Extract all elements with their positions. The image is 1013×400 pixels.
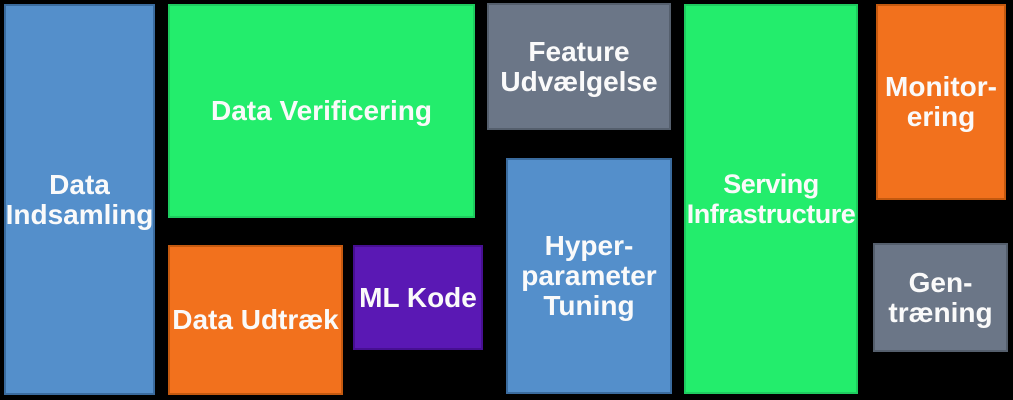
box-data-indsamling: Data Indsamling (4, 4, 155, 395)
box-feature-udvaelgelse: Feature Udvælgelse (487, 3, 671, 130)
box-data-udtraek: Data Udtræk (168, 245, 343, 395)
box-gentraening-label: Gen- træning (888, 266, 993, 328)
box-ml-kode-label: ML Kode (359, 281, 477, 313)
box-data-indsamling-label: Data Indsamling (5, 168, 154, 230)
box-feature-udvaelgelse-label: Feature Udvælgelse (500, 35, 658, 97)
box-data-verificering: Data Verificering (168, 4, 475, 218)
box-data-verificering-label: Data Verificering (211, 95, 432, 126)
box-serving-infrastructure-label: Serving Infrastructure (686, 169, 856, 229)
box-gentraening: Gen- træning (873, 243, 1008, 352)
box-ml-kode: ML Kode (353, 245, 483, 350)
box-hyperparameter-tuning-label: Hyper- parameter Tuning (521, 230, 657, 321)
box-serving-infrastructure: Serving Infrastructure (684, 4, 858, 394)
box-hyperparameter-tuning: Hyper- parameter Tuning (506, 158, 672, 394)
box-monitorering: Monitor- ering (876, 4, 1006, 200)
box-data-udtraek-label: Data Udtræk (172, 304, 339, 335)
box-monitorering-label: Monitor- ering (885, 71, 997, 132)
